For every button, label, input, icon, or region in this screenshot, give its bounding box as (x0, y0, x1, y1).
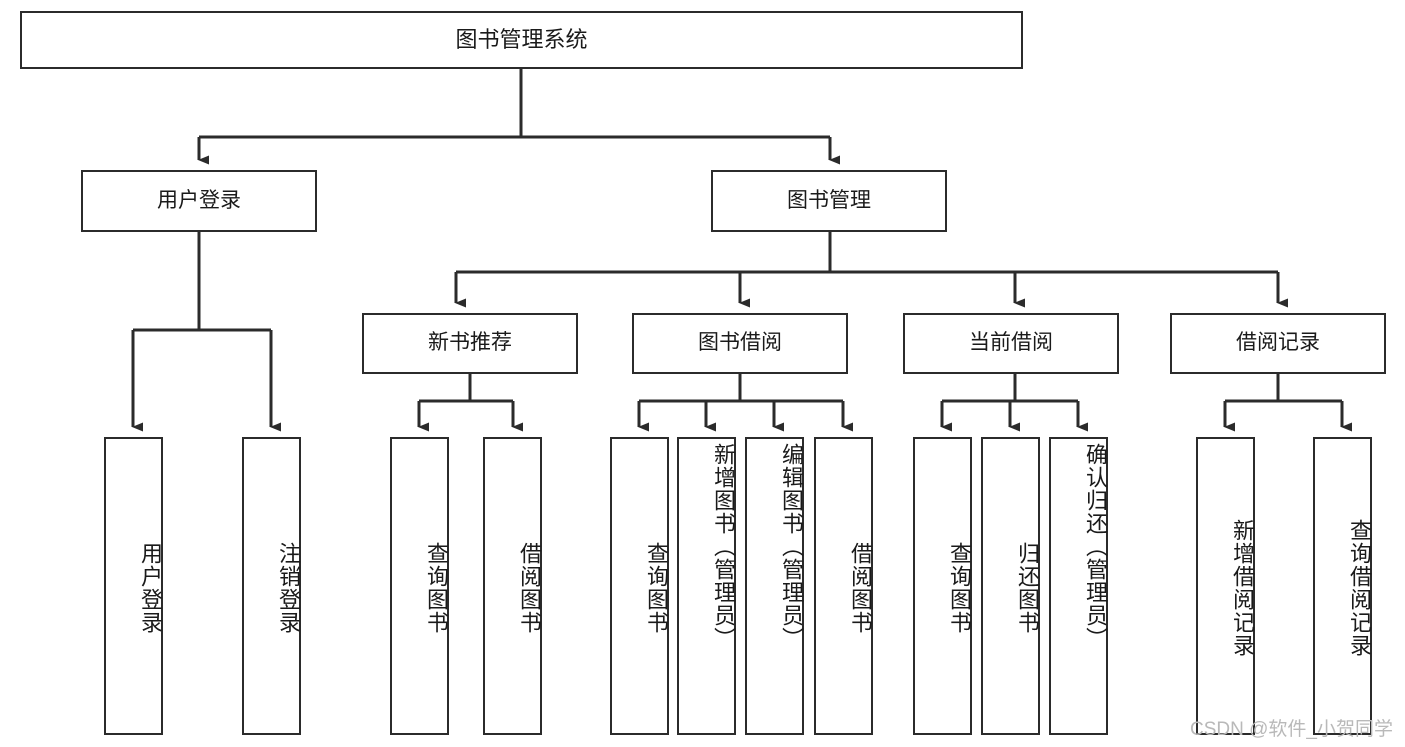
node-leaf-edit-book[interactable]: 编辑图书（管理员） (745, 437, 804, 735)
node-leaf-query-book-2[interactable]: 查询图书 (610, 437, 669, 735)
node-leaf-add-book[interactable]: 新增图书（管理员） (677, 437, 736, 735)
node-label: 图书管理系统 (455, 27, 588, 53)
node-book-borrow[interactable]: 图书借阅 (632, 313, 848, 374)
node-leaf-user-login[interactable]: 用户登录 (104, 437, 163, 735)
node-leaf-confirm-return[interactable]: 确认归还（管理员） (1049, 437, 1108, 735)
node-label: 图书管理 (787, 188, 871, 212)
node-leaf-user-logout[interactable]: 注销登录 (242, 437, 301, 735)
node-label: 图书借阅 (698, 331, 782, 355)
node-label: 借阅图书 (848, 542, 873, 634)
node-label: 查询借阅记录 (1347, 519, 1372, 657)
node-leaf-query-book-3[interactable]: 查询图书 (913, 437, 972, 735)
node-label: 新增图书（管理员） (711, 443, 736, 650)
node-leaf-borrow-book-1[interactable]: 借阅图书 (483, 437, 542, 735)
node-label: 用户登录 (138, 542, 163, 634)
node-book-management[interactable]: 图书管理 (711, 170, 947, 232)
node-user-login[interactable]: 用户登录 (81, 170, 317, 232)
node-label: 归还图书 (1015, 542, 1040, 634)
node-label: 查询图书 (947, 542, 972, 634)
node-leaf-borrow-book-2[interactable]: 借阅图书 (814, 437, 873, 735)
node-label: 新增借阅记录 (1230, 519, 1255, 657)
node-label: 新书推荐 (428, 331, 512, 355)
node-label: 查询图书 (424, 542, 449, 634)
node-leaf-return-book[interactable]: 归还图书 (981, 437, 1040, 735)
node-label: 借阅图书 (517, 542, 542, 634)
node-label: 编辑图书（管理员） (779, 443, 804, 650)
node-root-system[interactable]: 图书管理系统 (20, 11, 1023, 69)
node-new-book-recommend[interactable]: 新书推荐 (362, 313, 578, 374)
node-leaf-query-record[interactable]: 查询借阅记录 (1313, 437, 1372, 735)
node-borrow-record[interactable]: 借阅记录 (1170, 313, 1386, 374)
node-leaf-add-record[interactable]: 新增借阅记录 (1196, 437, 1255, 735)
node-label: 确认归还（管理员） (1083, 443, 1108, 650)
node-label: 用户登录 (157, 188, 241, 212)
node-label: 查询图书 (644, 542, 669, 634)
csdn-watermark: CSDN @软件_小贺同学 (1190, 719, 1393, 740)
node-label: 当前借阅 (969, 331, 1053, 355)
node-label: 注销登录 (276, 542, 301, 634)
node-label: 借阅记录 (1236, 331, 1320, 355)
node-leaf-query-book-1[interactable]: 查询图书 (390, 437, 449, 735)
node-current-borrow[interactable]: 当前借阅 (903, 313, 1119, 374)
